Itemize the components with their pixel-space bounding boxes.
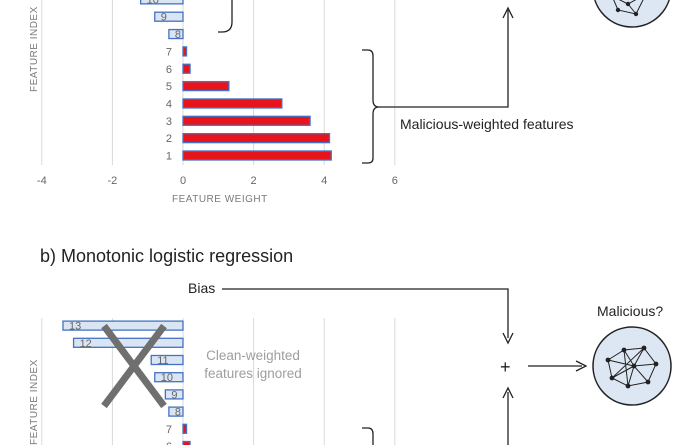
bottom-bar-11 (150, 354, 184, 366)
bottom-bar-8 (168, 406, 184, 417)
sum-symbol: + (500, 357, 511, 377)
ignored-features-label-line2: features ignored (204, 366, 302, 381)
top-x-tick-label: -4 (37, 175, 47, 187)
top-bar-9 (154, 11, 184, 22)
top-bar-2 (182, 132, 331, 144)
bottom-y-tick-label: 13 (69, 321, 81, 333)
bottom-y-tick-label: 6 (166, 441, 172, 445)
bottom-bar-7 (182, 423, 188, 434)
top-bar-4 (182, 98, 283, 109)
malicious-features-label: Malicious-weighted features (400, 116, 574, 132)
top-x-tick-label: 0 (180, 175, 186, 187)
arrow-head-down-bias (502, 332, 514, 345)
top-y-tick-label: 5 (166, 81, 172, 93)
arrow-head-up-sum (502, 386, 514, 399)
output-label: Malicious? (597, 303, 663, 319)
top-y-tick-label: 10 (147, 0, 159, 6)
bottom-chart-gridlines (41, 318, 396, 445)
top-x-tick-label: 6 (392, 175, 398, 187)
top-y-tick-label: 9 (161, 12, 167, 24)
top-bar-8 (168, 28, 184, 40)
top-x-tick-label: 4 (321, 175, 327, 187)
bottom-y-tick-label: 10 (161, 372, 173, 384)
malicious-features-brace-lower (362, 427, 374, 445)
top-bar-6 (182, 63, 191, 74)
bottom-chart: 6 78 9 10 11 12 13 FEATURE INDEX (29, 318, 396, 445)
top-y-tick-label: 8 (175, 29, 181, 41)
bottom-bar-13 (62, 320, 184, 331)
bottom-y-tick-label: 11 (157, 355, 168, 367)
bottom-y-tick-label: 7 (166, 424, 172, 436)
ignored-features-label-line1: Clean-weighted (206, 348, 300, 363)
top-chart-x-tick-labels: -4 -2 0 2 4 6 (37, 175, 398, 187)
bias-connector (222, 288, 509, 338)
cross-out-icon (101, 323, 167, 409)
top-y-tick-label: 6 (166, 64, 172, 76)
malicious-features-brace (362, 49, 380, 164)
bottom-y-tick-label: 9 (171, 389, 177, 401)
top-x-tick-label: 2 (251, 175, 257, 187)
arrow-head-up-top (502, 6, 514, 19)
top-y-tick-label: 3 (166, 116, 172, 128)
top-y-axis-title: FEATURE INDEX (29, 6, 40, 92)
arrow-head-right-output (575, 360, 588, 372)
top-y-tick-label: 4 (166, 98, 172, 110)
bottom-y-tick-label: 8 (175, 407, 181, 419)
top-x-tick-label: -2 (108, 175, 118, 187)
section-b-title: b) Monotonic logistic regression (40, 246, 293, 266)
top-bar-5 (182, 80, 230, 92)
network-icon-top (594, 0, 670, 28)
bottom-chart-bars (62, 320, 191, 445)
network-icon-bottom (592, 326, 672, 406)
top-chart-bars (139, 0, 332, 161)
top-y-tick-label: 2 (166, 133, 172, 145)
top-y-tick-label: 7 (166, 46, 172, 58)
bias-label: Bias (188, 280, 215, 296)
bottom-chart-y-tick-labels: 6 78 9 10 11 12 13 (69, 321, 181, 445)
top-x-axis-title: FEATURE WEIGHT (172, 194, 268, 205)
top-y-tick-label: 1 (166, 151, 172, 163)
top-bar-7 (182, 46, 188, 57)
top-bar-10 (139, 0, 184, 5)
bottom-bar-12 (72, 337, 184, 348)
bottom-bar-6 (182, 440, 191, 445)
bottom-y-tick-label: 12 (80, 338, 92, 350)
bottom-y-axis-title: FEATURE INDEX (29, 359, 40, 445)
bottom-bar-9 (164, 389, 184, 400)
top-bar-1 (182, 150, 332, 161)
top-bar-3 (182, 115, 311, 126)
clean-features-brace (218, 0, 233, 33)
malicious-to-sum-connector (379, 10, 509, 108)
bottom-bar-10 (154, 372, 184, 383)
